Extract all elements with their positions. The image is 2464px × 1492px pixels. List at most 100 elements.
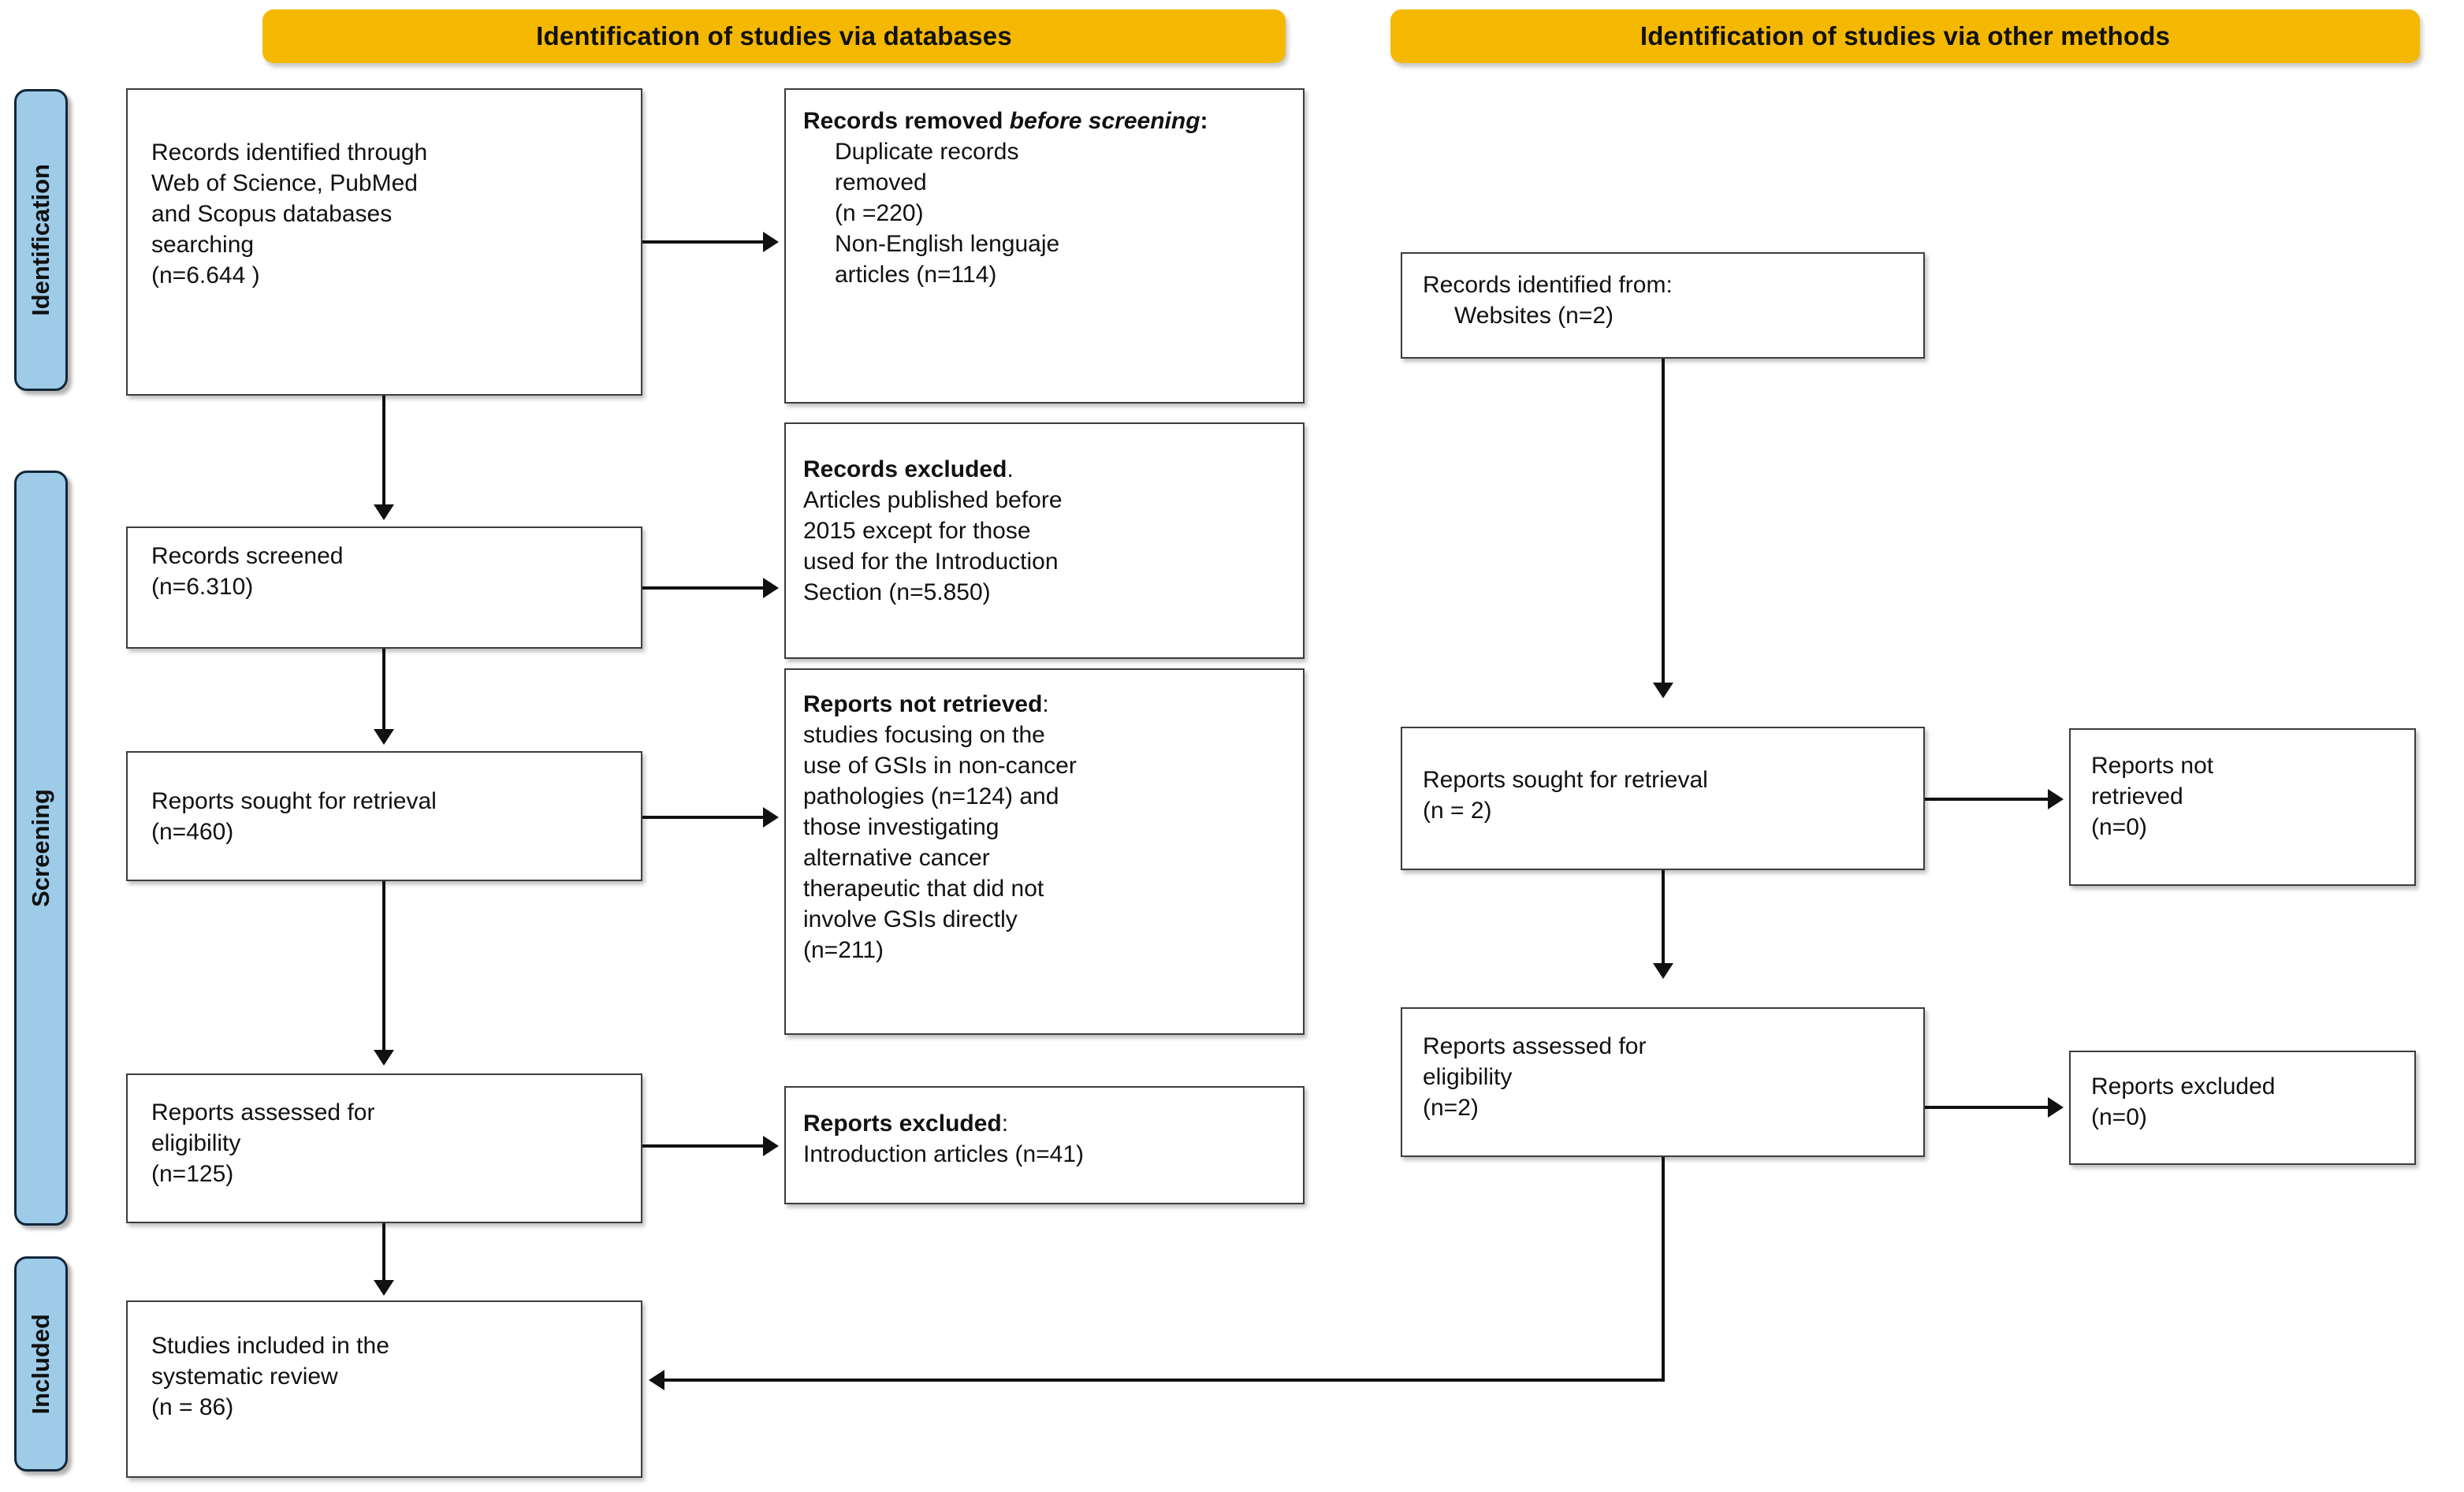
phase-label-identification: Identification — [27, 164, 54, 316]
banner-databases: Identification of studies via databases — [262, 9, 1286, 63]
other-assessed-line-2: eligibility — [1423, 1064, 1513, 1090]
other-assessed-count: (n=2) — [1423, 1095, 1479, 1121]
connector-sought-to-assessed — [382, 881, 385, 1051]
box-records-excluded: Records excluded. Articles published bef… — [784, 422, 1305, 659]
duplicate-records-line-1: Duplicate records — [835, 139, 1019, 165]
reports-not-retrieved-line-3: pathologies (n=124) and — [803, 783, 1059, 809]
studies-included-line-1: Studies included in the — [151, 1333, 389, 1359]
other-not-retrieved-line-2: retrieved — [2091, 783, 2183, 809]
arrowhead-assessed-to-included — [374, 1280, 394, 1296]
other-not-retrieved-count: (n=0) — [2091, 814, 2147, 840]
duplicate-records-count: (n =220) — [835, 200, 924, 226]
reports-excluded-detail: Introduction articles (n=41) — [803, 1141, 1085, 1167]
records-identified-line-3: and Scopus databases — [151, 201, 393, 227]
connector-screened-to-excluded — [642, 586, 765, 590]
box-reports-sought-other: Reports sought for retrieval (n = 2) — [1401, 727, 1925, 870]
arrowhead-assessed-to-reports-excluded — [763, 1136, 779, 1156]
other-assessed-line-1: Reports assessed for — [1423, 1033, 1647, 1059]
connector-screened-to-sought — [382, 649, 385, 731]
records-excluded-heading: Records excluded. — [803, 456, 1014, 482]
reports-not-retrieved-line-4: those investigating — [803, 814, 999, 840]
reports-assessed-count: (n=125) — [151, 1161, 234, 1187]
phase-label-included: Included — [27, 1313, 54, 1415]
phase-label-screening: Screening — [27, 789, 54, 907]
other-identified-line-1: Records identified from: — [1423, 272, 1673, 298]
reports-assessed-line-2: eligibility — [151, 1130, 241, 1156]
phase-tab-screening: Screening — [14, 471, 68, 1226]
arrowhead-other-identified-to-sought — [1653, 683, 1673, 698]
connector-assessed-to-included — [382, 1223, 385, 1282]
arrowhead-identified-to-removed — [763, 232, 779, 252]
box-reports-not-retrieved-other: Reports not retrieved (n=0) — [2069, 728, 2416, 886]
arrowhead-screened-to-sought — [374, 729, 394, 745]
box-records-removed-before-screening: Records removed before screening: Duplic… — [784, 88, 1305, 404]
reports-sought-count: (n=460) — [151, 819, 234, 845]
records-excluded-line-2: 2015 except for those — [803, 518, 1031, 544]
banner-databases-label: Identification of studies via databases — [536, 21, 1012, 50]
other-sought-label: Reports sought for retrieval — [1423, 767, 1708, 793]
connector-assessed-to-reports-excluded — [642, 1144, 765, 1148]
arrowhead-sought-to-not-retrieved — [763, 807, 779, 828]
reports-not-retrieved-line-6: therapeutic that did not — [803, 876, 1044, 902]
box-reports-assessed-databases: Reports assessed for eligibility (n=125) — [126, 1073, 642, 1223]
reports-not-retrieved-heading: Reports not retrieved: — [803, 691, 1049, 717]
studies-included-count: (n = 86) — [151, 1394, 234, 1420]
reports-not-retrieved-line-2: use of GSIs in non-cancer — [803, 753, 1077, 779]
arrowhead-identified-to-screened — [374, 504, 394, 520]
records-screened-count: (n=6.310) — [151, 574, 254, 600]
connector-other-assessed-to-excluded — [1925, 1106, 2049, 1109]
records-excluded-count: Section (n=5.850) — [803, 579, 991, 605]
connector-other-assessed-elbow-vertical — [1662, 1157, 1665, 1382]
box-studies-included: Studies included in the systematic revie… — [126, 1300, 642, 1478]
records-identified-line-1: Records identified through — [151, 140, 428, 166]
arrowhead-screened-to-excluded — [763, 578, 779, 598]
arrowhead-other-sought-to-assessed — [1653, 963, 1673, 979]
other-not-retrieved-line-1: Reports not — [2091, 753, 2214, 779]
reports-not-retrieved-count: (n=211) — [803, 937, 884, 963]
records-screened-label: Records screened — [151, 543, 344, 569]
box-records-identified-databases: Records identified through Web of Scienc… — [126, 88, 642, 396]
connector-sought-to-not-retrieved — [642, 816, 765, 819]
records-identified-line-2: Web of Science, PubMed — [151, 170, 418, 196]
records-identified-line-4: searching — [151, 232, 255, 258]
banner-other-methods: Identification of studies via other meth… — [1390, 9, 2420, 63]
other-identified-websites: Websites (n=2) — [1454, 303, 1614, 329]
connector-other-assessed-elbow-horizontal — [664, 1379, 1665, 1382]
non-english-line-1: Non-English lenguaje — [835, 231, 1060, 257]
banner-other-methods-label: Identification of studies via other meth… — [1640, 21, 2171, 50]
box-reports-excluded-other: Reports excluded (n=0) — [2069, 1051, 2416, 1165]
records-excluded-line-3: used for the Introduction — [803, 549, 1059, 575]
box-records-screened: Records screened (n=6.310) — [126, 526, 642, 649]
reports-not-retrieved-line-1: studies focusing on the — [803, 722, 1045, 748]
connector-other-sought-to-not-retrieved — [1925, 798, 2049, 801]
other-sought-count: (n = 2) — [1423, 798, 1492, 824]
box-records-identified-other: Records identified from: Websites (n=2) — [1401, 252, 1925, 359]
studies-included-line-2: systematic review — [151, 1364, 338, 1390]
non-english-count: articles (n=114) — [835, 262, 997, 288]
removed-before-screening-heading: Records removed before screening: — [803, 108, 1208, 134]
reports-sought-label: Reports sought for retrieval — [151, 788, 437, 814]
connector-other-identified-to-sought — [1662, 359, 1665, 685]
arrowhead-other-sought-to-not-retrieved — [2048, 789, 2064, 809]
box-reports-not-retrieved-databases: Reports not retrieved: studies focusing … — [784, 668, 1305, 1035]
box-reports-sought-databases: Reports sought for retrieval (n=460) — [126, 751, 642, 881]
box-reports-excluded-databases: Reports excluded: Introduction articles … — [784, 1086, 1305, 1204]
connector-identified-to-removed — [642, 240, 765, 244]
arrowhead-other-to-studies-included — [649, 1370, 664, 1390]
reports-assessed-line-1: Reports assessed for — [151, 1099, 375, 1126]
other-excluded-count: (n=0) — [2091, 1104, 2147, 1130]
box-reports-assessed-other: Reports assessed for eligibility (n=2) — [1401, 1007, 1925, 1157]
arrowhead-sought-to-assessed — [374, 1050, 394, 1066]
other-excluded-label: Reports excluded — [2091, 1073, 2276, 1099]
duplicate-records-line-2: removed — [835, 169, 927, 195]
phase-tab-included: Included — [14, 1256, 68, 1472]
reports-not-retrieved-line-7: involve GSIs directly — [803, 906, 1018, 932]
connector-other-sought-to-assessed — [1662, 870, 1665, 965]
reports-not-retrieved-line-5: alternative cancer — [803, 845, 990, 871]
connector-identified-to-screened — [382, 396, 385, 506]
records-excluded-line-1: Articles published before — [803, 487, 1063, 513]
arrowhead-other-assessed-to-excluded — [2048, 1097, 2064, 1118]
phase-tab-identification: Identification — [14, 89, 68, 391]
reports-excluded-heading: Reports excluded: — [803, 1111, 1009, 1137]
